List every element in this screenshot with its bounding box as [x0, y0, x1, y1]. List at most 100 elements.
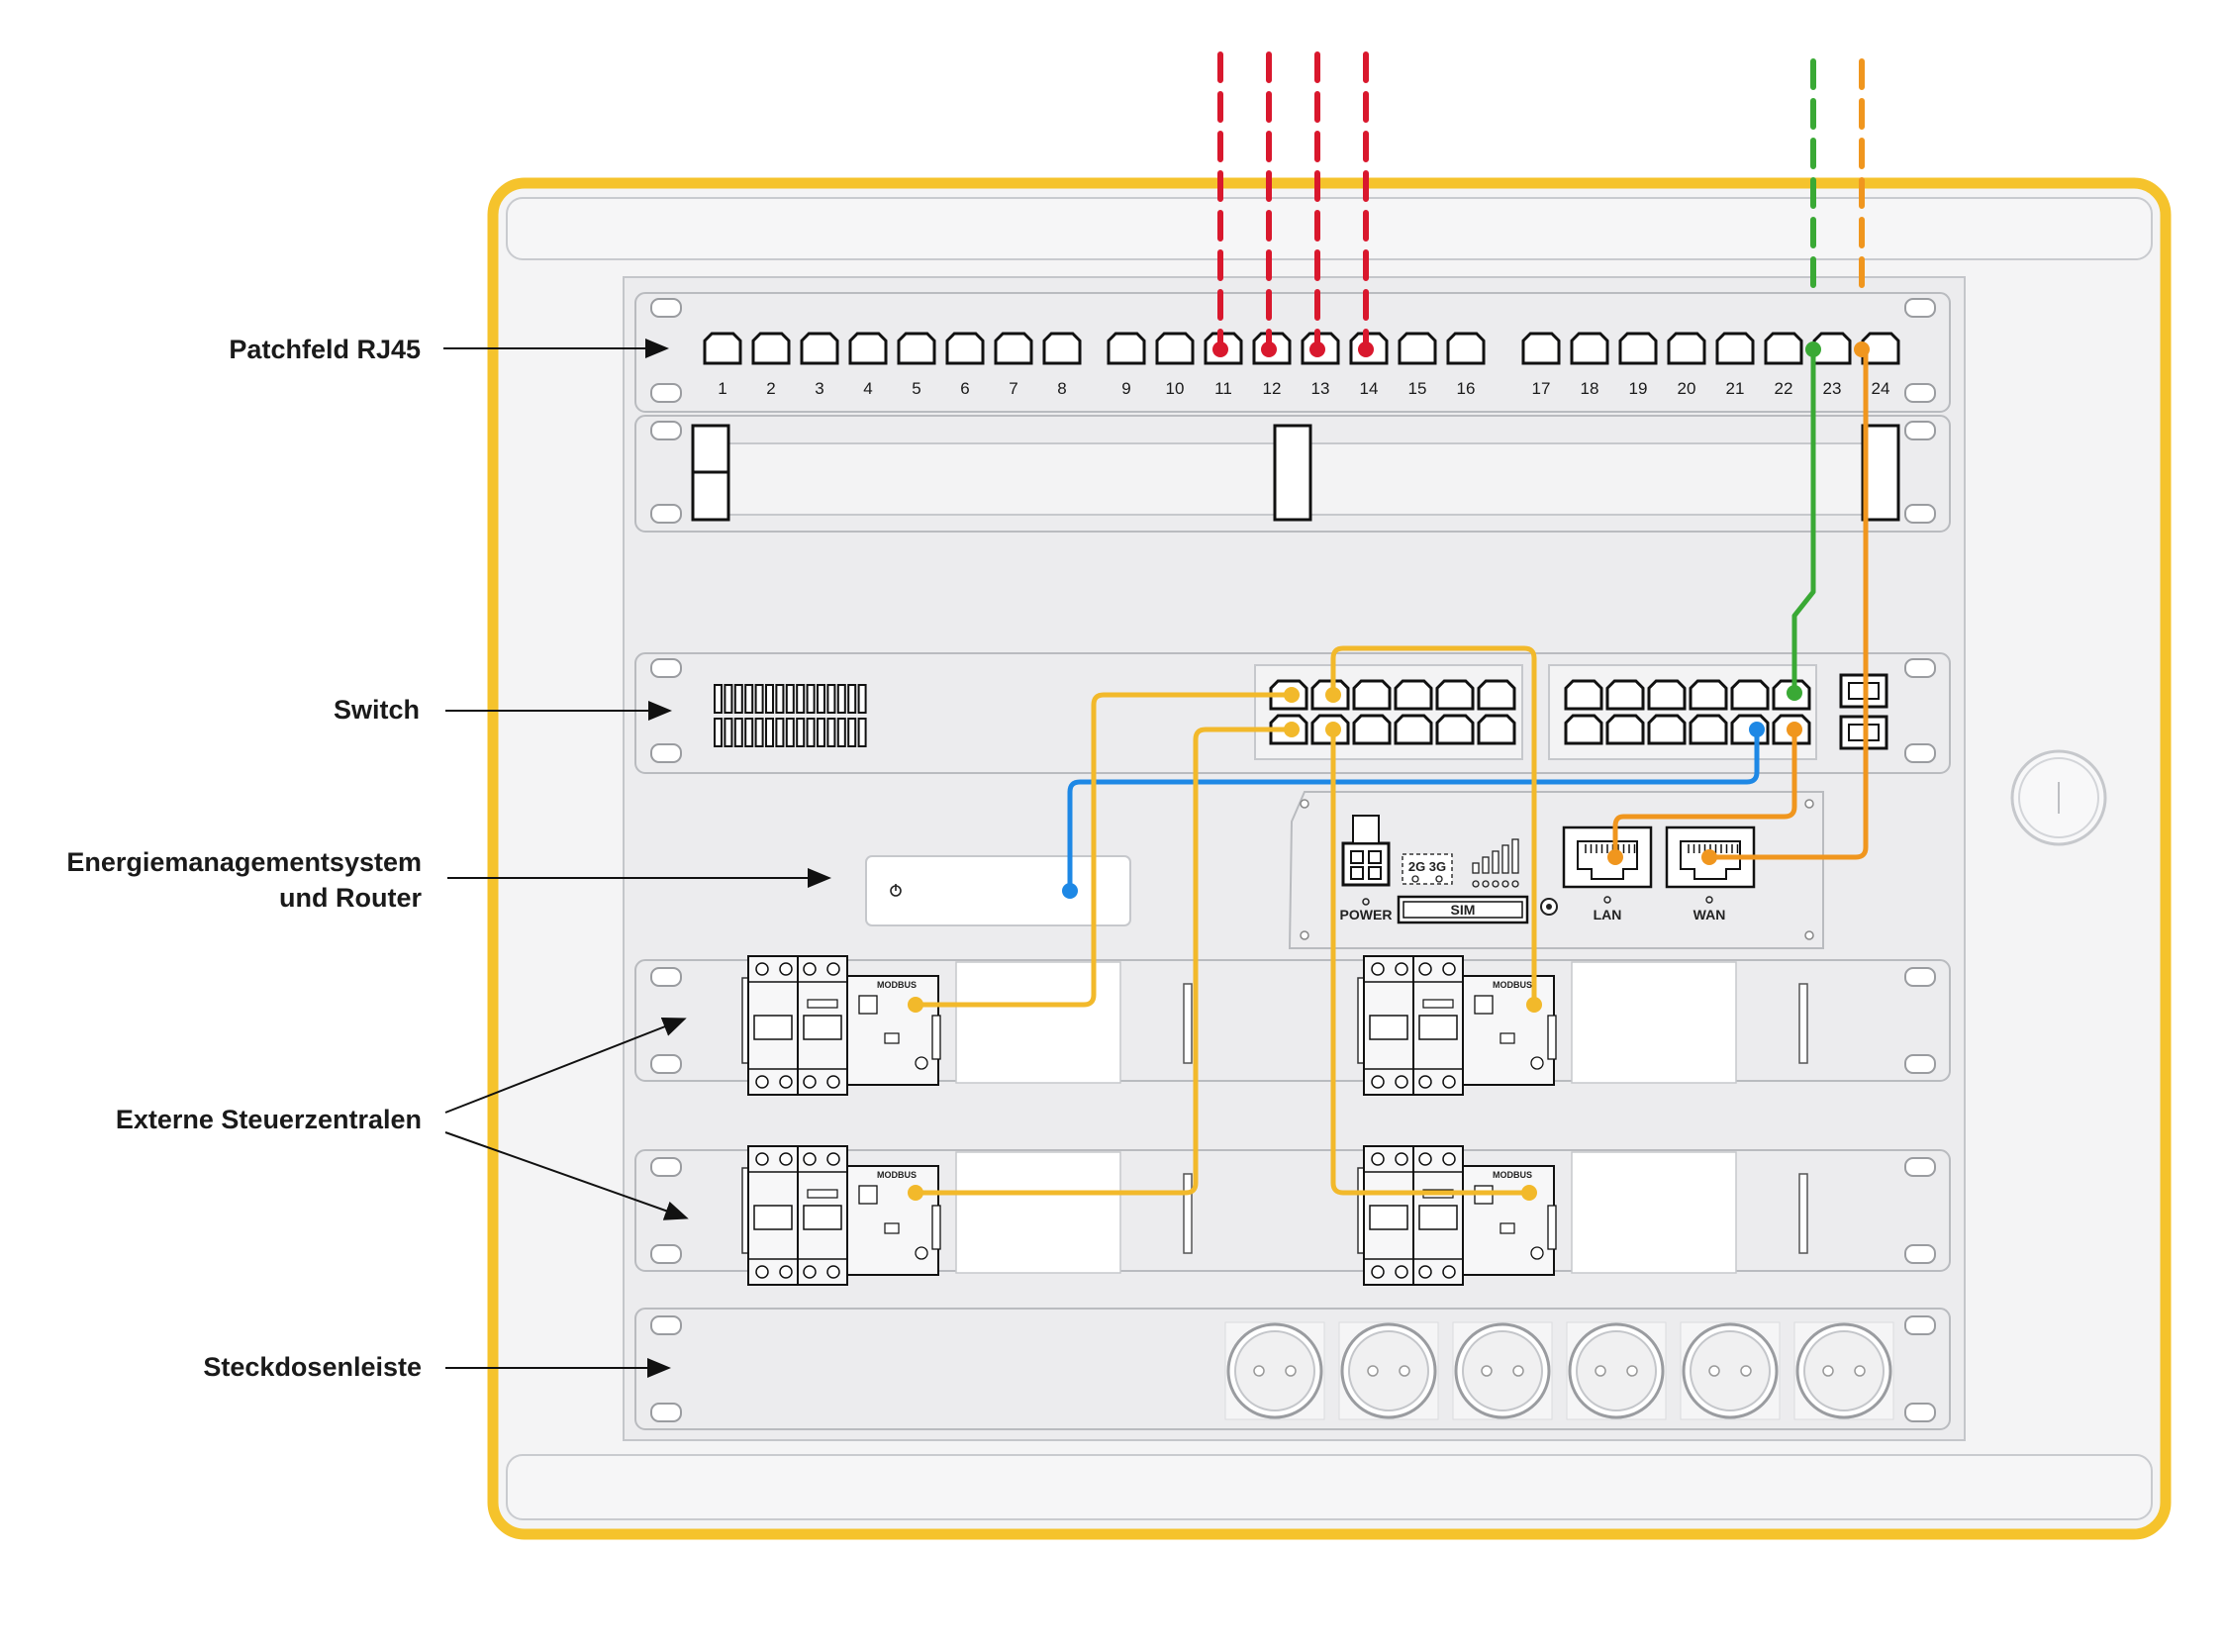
cable-yellow-2: [1330, 645, 1537, 1008]
power-socket[interactable]: [1452, 1321, 1553, 1420]
patch-port-9[interactable]: 9: [1107, 332, 1146, 398]
switch-port[interactable]: [1435, 714, 1475, 745]
patch-port-number: 11: [1214, 379, 1232, 398]
switch-port[interactable]: [1394, 714, 1433, 745]
modbus-label: MODBUS: [877, 1170, 917, 1180]
label-steckdosenleiste: Steckdosenleiste: [203, 1352, 422, 1382]
label-ems-2: und Router: [279, 883, 422, 913]
patch-port-number: 5: [912, 379, 920, 398]
switch-port[interactable]: [1689, 679, 1728, 711]
switch-port[interactable]: [1689, 714, 1728, 745]
power-socket[interactable]: [1224, 1321, 1325, 1420]
patch-port-20[interactable]: 20: [1667, 332, 1706, 398]
cabinet-bottom-cover: [506, 1454, 2153, 1520]
patch-port-number: 22: [1775, 379, 1793, 398]
switch-port[interactable]: [1605, 679, 1645, 711]
modbus-label: MODBUS: [1493, 980, 1532, 990]
patch-port-23[interactable]: 23: [1812, 332, 1852, 398]
patch-port-7[interactable]: 7: [994, 332, 1033, 398]
patch-port-number: 10: [1166, 379, 1185, 398]
cable-blue: [1067, 727, 1760, 894]
switch-port[interactable]: [1477, 679, 1516, 711]
patch-port-10[interactable]: 10: [1155, 332, 1195, 398]
switch-port[interactable]: [1564, 679, 1603, 711]
patch-port-15[interactable]: 15: [1398, 332, 1437, 398]
modbus-label: MODBUS: [1493, 1170, 1532, 1180]
cable-orange-lan: [1612, 727, 1797, 860]
power-connector[interactable]: [1341, 841, 1391, 887]
switch-port[interactable]: [1352, 679, 1392, 711]
patch-port-number: 15: [1408, 379, 1427, 398]
patch-port-21[interactable]: 21: [1715, 332, 1755, 398]
switch-port[interactable]: [1352, 714, 1392, 745]
arrow-steuer-1: [444, 1017, 687, 1114]
patch-port-3[interactable]: 3: [800, 332, 839, 398]
cable-yellow-4: [1330, 727, 1532, 1196]
patch-port-number: 13: [1311, 379, 1330, 398]
switch-port[interactable]: [1647, 714, 1687, 745]
power-socket[interactable]: [1680, 1321, 1781, 1420]
patch-port-8[interactable]: 8: [1042, 332, 1082, 398]
power-socket[interactable]: [1566, 1321, 1667, 1420]
label-switch: Switch: [334, 695, 420, 725]
patch-port-number: 16: [1457, 379, 1476, 398]
router-power-label: POWER: [1340, 907, 1393, 923]
patch-port-number: 3: [815, 379, 823, 398]
patch-port-number: 21: [1726, 379, 1745, 398]
switch-port[interactable]: [1647, 679, 1687, 711]
router-net-label: 2G 3G: [1408, 859, 1446, 874]
power-socket[interactable]: [1793, 1321, 1894, 1420]
power-socket[interactable]: [1338, 1321, 1439, 1420]
patch-port-number: 4: [863, 379, 872, 398]
switch-port[interactable]: [1477, 714, 1516, 745]
patch-port-17[interactable]: 17: [1521, 332, 1561, 398]
patch-port-number: 7: [1009, 379, 1017, 398]
control-unit-1: MODBUS: [741, 955, 1193, 1096]
switch-port[interactable]: [1435, 679, 1475, 711]
patch-port-number: 12: [1263, 379, 1282, 398]
patch-port-number: 20: [1678, 379, 1696, 398]
switch-port[interactable]: [1605, 714, 1645, 745]
patch-port-number: 24: [1872, 379, 1890, 398]
cable-green: [1791, 346, 1816, 696]
cable-manager: [634, 415, 1951, 533]
cable-endpoints: [908, 341, 1870, 1201]
router-sim-label: SIM: [1451, 902, 1476, 918]
patch-port-22[interactable]: 22: [1764, 332, 1803, 398]
router-wan-port[interactable]: [1665, 826, 1756, 889]
patch-port-number: 2: [766, 379, 775, 398]
patch-port-2[interactable]: 2: [751, 332, 791, 398]
patch-port-16[interactable]: 16: [1446, 332, 1486, 398]
patch-port-number: 17: [1532, 379, 1551, 398]
patch-port-number: 18: [1581, 379, 1599, 398]
patch-port-13[interactable]: 13: [1301, 332, 1340, 398]
patch-port-1[interactable]: 1: [703, 332, 742, 398]
control-unit-3: MODBUS: [741, 1145, 1193, 1286]
patch-port-24[interactable]: 24: [1861, 332, 1900, 398]
patch-port-4[interactable]: 4: [848, 332, 888, 398]
patch-port-number: 9: [1121, 379, 1130, 398]
label-steuerzentralen: Externe Steuerzentralen: [116, 1105, 422, 1134]
router-wan-label: WAN: [1693, 907, 1726, 923]
switch-port[interactable]: [1564, 714, 1603, 745]
ems-device: [865, 855, 1131, 926]
patch-port-number: 8: [1057, 379, 1066, 398]
patch-port-6[interactable]: 6: [945, 332, 985, 398]
patch-port-19[interactable]: 19: [1618, 332, 1658, 398]
power-strip: [634, 1308, 1951, 1430]
label-patchfeld: Patchfeld RJ45: [229, 335, 421, 364]
control-unit-2: MODBUS: [1357, 955, 1808, 1096]
switch-port[interactable]: [1730, 679, 1770, 711]
signal-strength-icon: [1472, 838, 1519, 888]
switch-port[interactable]: [1394, 679, 1433, 711]
patch-port-5[interactable]: 5: [897, 332, 936, 398]
arrow-steuer-2: [444, 1131, 689, 1220]
patch-port-number: 1: [718, 379, 726, 398]
router-lan-label: LAN: [1594, 907, 1622, 923]
cabinet-top-cover: [506, 197, 2153, 260]
router: POWER 2G 3G SIM: [1288, 791, 1824, 949]
patch-port-18[interactable]: 18: [1570, 332, 1609, 398]
modbus-label: MODBUS: [877, 980, 917, 990]
